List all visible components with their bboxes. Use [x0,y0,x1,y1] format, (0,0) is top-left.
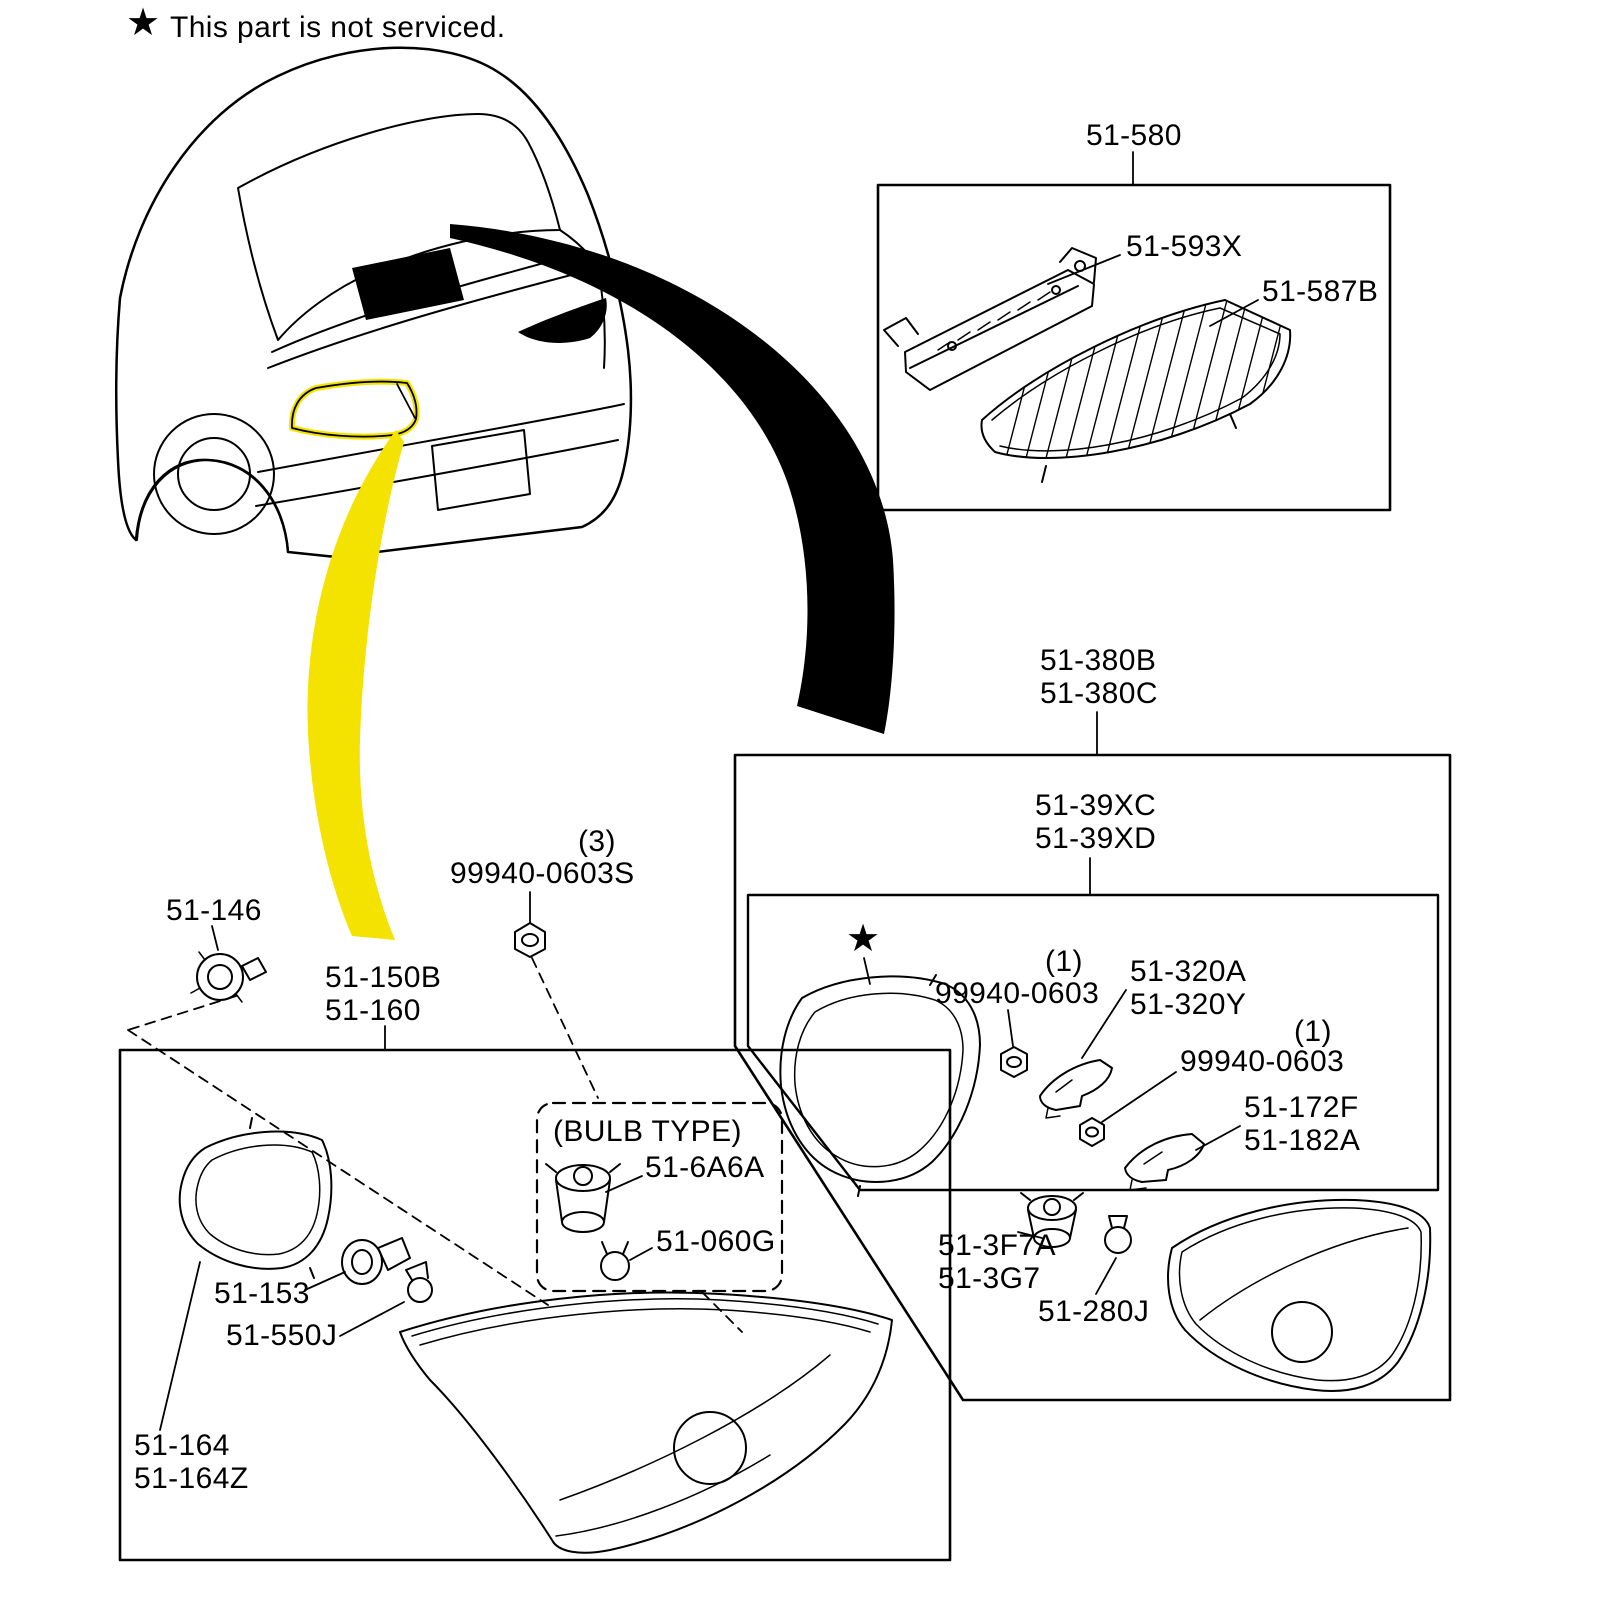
leader-socket-153 [304,1271,346,1291]
rear-window [237,113,561,341]
dashed-leader-lens [701,1291,743,1333]
outer-gasket-drawing [178,1117,333,1279]
high-mount-lens-drawing [980,299,1292,483]
leader-socket-inner [1017,1231,1043,1239]
leader-bulb-060g [629,1247,653,1261]
outer-lens-drawing [399,1291,893,1554]
leader-bulb-550j [339,1301,405,1337]
leader-51-146 [211,925,219,951]
nut-a-drawing [1000,1046,1028,1078]
inner-lens-drawing [1167,1198,1432,1392]
leader-seal [159,1261,201,1431]
leader-bulb-inner [1095,1257,1117,1295]
wheel-inner [177,437,251,511]
high-mount-housing-drawing [883,247,1097,391]
parcel-shelf-lamp-fill [352,248,464,320]
nut-3s-drawing [514,922,546,958]
socket-146-drawing [190,951,267,1003]
left-tail-lamp-outline [291,380,418,438]
yellow-flow-arrow [307,430,404,940]
inner-lamp-box-group [733,711,1452,1402]
bracket-a-drawing [1039,1059,1113,1119]
nut-b-drawing [1079,1117,1105,1147]
outer-lamp-box-group [118,891,952,1562]
socket-inner-drawing [1020,1192,1084,1248]
leader-bulb-socket [605,1175,643,1193]
lens-hatch-lines [1004,300,1291,458]
inner-gasket-drawing [779,974,981,1197]
wheel-arch [136,458,289,551]
leader-star [863,957,871,985]
dashed-leader-146-a [127,995,237,1031]
leader-51-587b [1209,299,1259,327]
bulb-type-box [535,1101,784,1293]
bumper-line-1 [257,403,625,473]
left-tail-lamp-divider [396,383,416,419]
wheel-outer [153,413,275,535]
leader-nut-a [1007,1009,1014,1047]
right-tail-lamp-fill [518,298,607,343]
car-body-outline [115,46,633,559]
car-rear-illustration [115,46,633,559]
box-51-380 [733,753,1452,1402]
bulb-inner-drawing [1104,1215,1132,1254]
dashed-leader-146-b [127,1029,549,1306]
bumper-line-2 [255,439,619,507]
trunk-crease-2 [267,267,599,369]
leader-nut-b [1101,1071,1177,1123]
box-51-39x [746,893,1440,1192]
bracket-b-drawing [1124,1133,1205,1191]
license-plate [431,429,531,511]
bulb-socket-drawing [545,1163,621,1233]
high-mount-box-group [876,151,1392,512]
socket-153-drawing [341,1237,411,1285]
bulb-060g-drawing [600,1241,630,1281]
bulb-550j-drawing [405,1261,433,1303]
black-flow-arrow [450,224,895,734]
box-51-150b [118,1048,952,1562]
box-51-580 [876,183,1392,512]
dashed-leader-nut-3s [531,957,599,1099]
leader-bracket-a [1081,989,1127,1059]
